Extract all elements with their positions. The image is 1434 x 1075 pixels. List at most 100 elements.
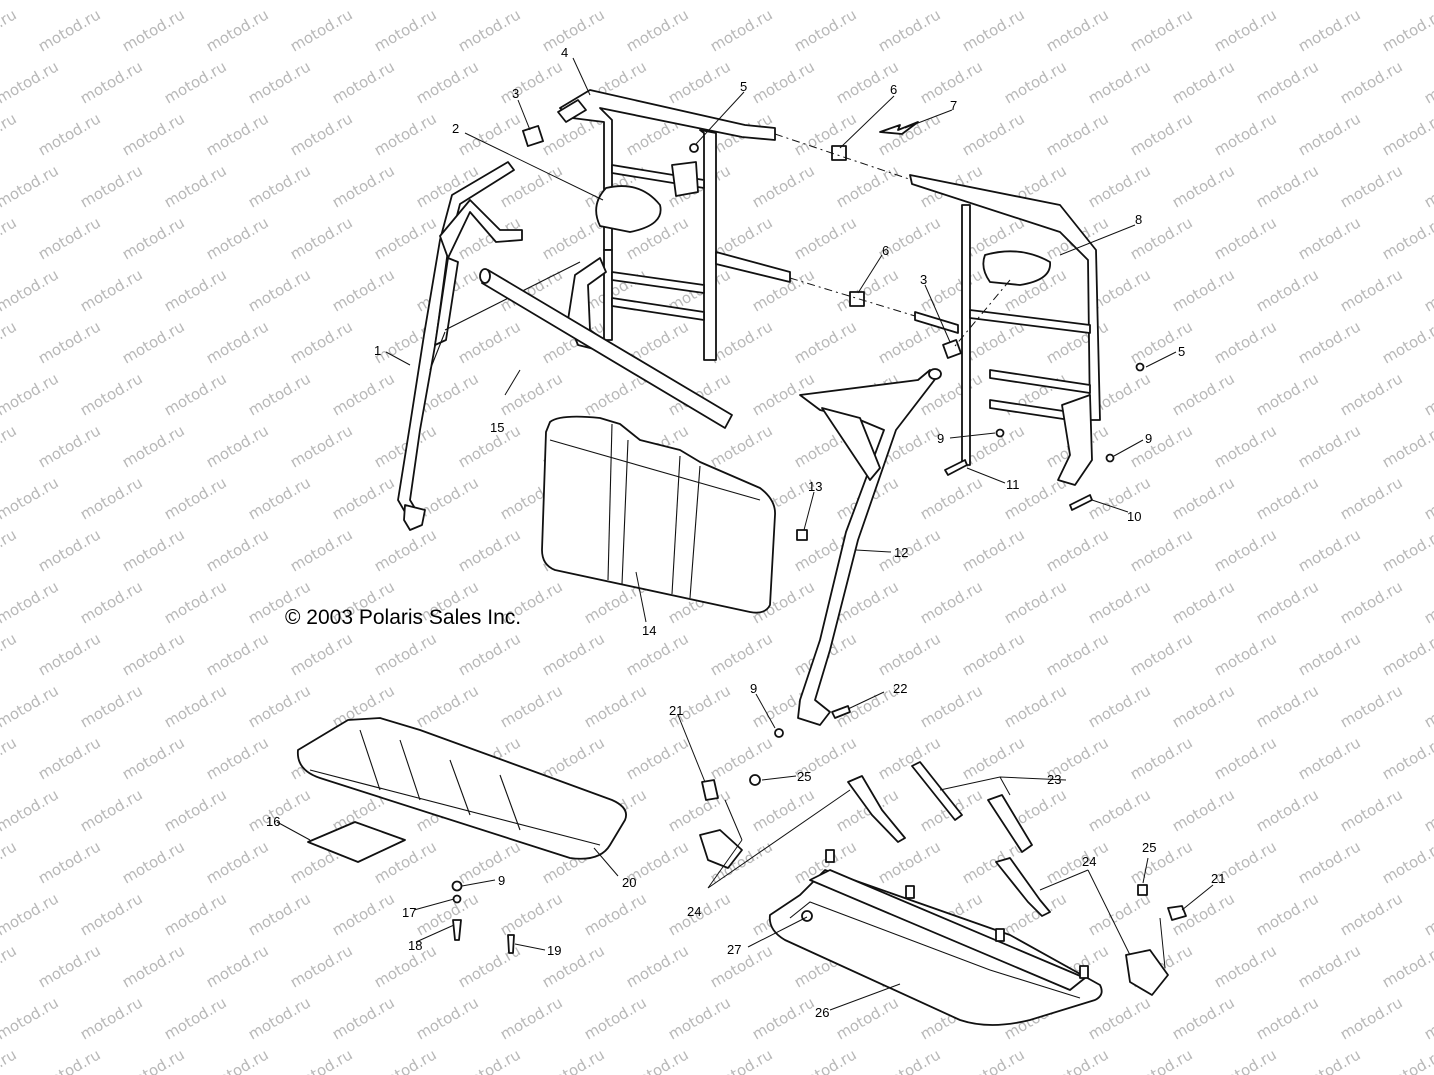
watermark-text: motod.ru xyxy=(1337,265,1406,315)
callout-12: 12 xyxy=(894,545,908,560)
watermark-text: motod.ru xyxy=(119,733,188,783)
watermark-text: motod.ru xyxy=(581,993,650,1043)
part-15-cross-tube xyxy=(479,268,733,429)
watermark-text: motod.ru xyxy=(77,473,146,523)
watermark-text: motod.ru xyxy=(1337,57,1406,107)
watermark-text: motod.ru xyxy=(1295,317,1364,367)
watermark-text: motod.ru xyxy=(497,57,566,107)
watermark-text: motod.ru xyxy=(749,57,818,107)
watermark-text: motod.ru xyxy=(707,733,776,783)
callout-13: 13 xyxy=(808,479,822,494)
watermark-text: motod.ru xyxy=(1379,213,1434,263)
watermark-text: motod.ru xyxy=(329,993,398,1043)
watermark-text: motod.ru xyxy=(1379,317,1434,367)
watermark-text: motod.ru xyxy=(959,1045,1028,1075)
watermark-text: motod.ru xyxy=(203,421,272,471)
watermark-text: motod.ru xyxy=(1295,213,1364,263)
watermark-text: motod.ru xyxy=(1127,733,1196,783)
watermark-text: motod.ru xyxy=(665,57,734,107)
leader-lines xyxy=(276,57,1214,1011)
watermark-text: motod.ru xyxy=(539,629,608,679)
callout-1: 1 xyxy=(374,343,381,358)
watermark-text: motod.ru xyxy=(1043,109,1112,159)
watermark-text: motod.ru xyxy=(245,0,314,3)
watermark-text: motod.ru xyxy=(1253,57,1322,107)
watermark-text: motod.ru xyxy=(0,889,62,939)
watermark-text: motod.ru xyxy=(1253,681,1322,731)
watermark-text: motod.ru xyxy=(77,369,146,419)
watermark-text: motod.ru xyxy=(0,421,20,471)
watermark-text: motod.ru xyxy=(791,109,860,159)
watermark-text: motod.ru xyxy=(1211,629,1280,679)
watermark-text: motod.ru xyxy=(203,317,272,367)
watermark-text: motod.ru xyxy=(0,577,62,627)
watermark-text: motod.ru xyxy=(35,525,104,575)
watermark-text: motod.ru xyxy=(1169,681,1238,731)
watermark-text: motod.ru xyxy=(161,473,230,523)
watermark-text: motod.ru xyxy=(1211,733,1280,783)
watermark-text: motod.ru xyxy=(1379,733,1434,783)
watermark-text: motod.ru xyxy=(1421,161,1434,211)
alignment-lines xyxy=(774,133,1011,347)
watermark-text: motod.ru xyxy=(791,5,860,55)
watermark-text: motod.ru xyxy=(1085,473,1154,523)
watermark-text: motod.ru xyxy=(119,629,188,679)
callout-19: 19 xyxy=(547,943,561,958)
watermark-text: motod.ru xyxy=(119,317,188,367)
part-20-seat-bottom xyxy=(297,717,627,860)
watermark-text: motod.ru xyxy=(371,941,440,991)
watermark-text: motod.ru xyxy=(329,265,398,315)
watermark-text: motod.ru xyxy=(1421,785,1434,835)
watermark-text: motod.ru xyxy=(833,265,902,315)
watermark-text: motod.ru xyxy=(161,0,230,3)
watermark-text: motod.ru xyxy=(245,473,314,523)
watermark-text: motod.ru xyxy=(77,161,146,211)
watermark-text: motod.ru xyxy=(0,525,20,575)
watermark-text: motod.ru xyxy=(119,5,188,55)
watermark-text: motod.ru xyxy=(1253,161,1322,211)
watermark-text: motod.ru xyxy=(1253,265,1322,315)
watermark-text: motod.ru xyxy=(539,5,608,55)
part-16-decal xyxy=(307,821,406,863)
part-12-right-rops-tube xyxy=(797,368,942,726)
watermark-text: motod.ru xyxy=(1169,785,1238,835)
watermark-text: motod.ru xyxy=(287,525,356,575)
watermark-text: motod.ru xyxy=(119,941,188,991)
callout-6: 6 xyxy=(882,243,889,258)
callout-9: 9 xyxy=(1145,431,1152,446)
watermark-text: motod.ru xyxy=(1337,161,1406,211)
watermark-text: motod.ru xyxy=(119,421,188,471)
watermark-text: motod.ru xyxy=(1211,941,1280,991)
watermark-text: motod.ru xyxy=(329,369,398,419)
watermark-text: motod.ru xyxy=(959,525,1028,575)
callout-23: 23 xyxy=(1047,772,1061,787)
watermark-text: motod.ru xyxy=(77,265,146,315)
part-14-seat-back xyxy=(541,415,776,614)
watermark-text: motod.ru xyxy=(161,57,230,107)
watermark-text: motod.ru xyxy=(917,681,986,731)
callout-labels: 1 2 3 3 4 5 5 6 6 7 8 9 9 9 9 10 11 12 1… xyxy=(266,45,1225,1020)
watermark-text: motod.ru xyxy=(623,733,692,783)
watermark-text: motod.ru xyxy=(329,57,398,107)
callout-14: 14 xyxy=(642,623,656,638)
watermark-text: motod.ru xyxy=(203,629,272,679)
watermark-text: motod.ru xyxy=(1295,733,1364,783)
watermark-text: motod.ru xyxy=(203,941,272,991)
watermark-text: motod.ru xyxy=(161,993,230,1043)
watermark-text: motod.ru xyxy=(371,525,440,575)
watermark-text: motod.ru xyxy=(119,1045,188,1075)
watermark-text: motod.ru xyxy=(35,5,104,55)
watermark-text: motod.ru xyxy=(0,317,20,367)
watermark-text: motod.ru xyxy=(833,993,902,1043)
watermark-text: motod.ru xyxy=(77,889,146,939)
watermark-text: motod.ru xyxy=(749,785,818,835)
watermark-text: motod.ru xyxy=(1127,5,1196,55)
watermark-text: motod.ru xyxy=(245,57,314,107)
watermark-text: motod.ru xyxy=(665,785,734,835)
watermark-text: motod.ru xyxy=(959,5,1028,55)
watermark-text: motod.ru xyxy=(539,1045,608,1075)
watermark-text: motod.ru xyxy=(413,993,482,1043)
watermark-text: motod.ru xyxy=(1043,837,1112,887)
watermark-text: motod.ru xyxy=(455,629,524,679)
